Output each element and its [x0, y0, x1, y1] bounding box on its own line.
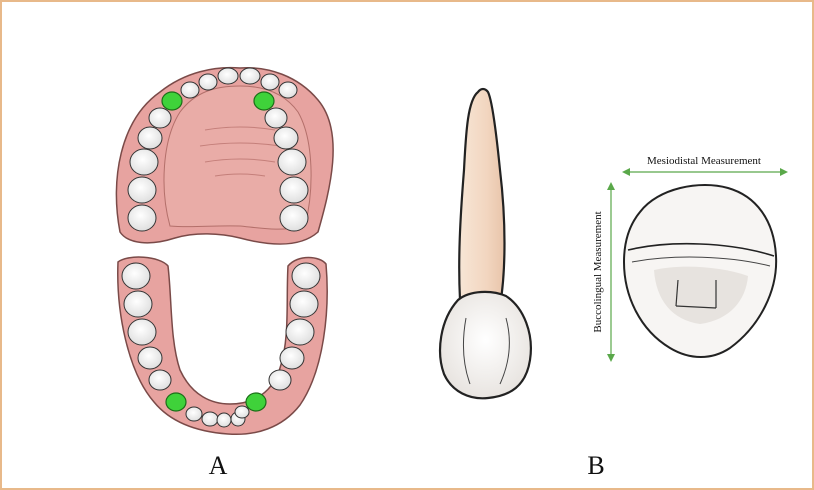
tooth-crown — [440, 292, 531, 398]
lower-tooth — [286, 319, 314, 345]
lower-highlight-tooth-right — [246, 393, 266, 411]
lower-tooth — [235, 406, 249, 418]
lower-tooth — [269, 370, 291, 390]
upper-tooth — [218, 68, 238, 84]
panel-a-label: A — [209, 451, 228, 480]
upper-tooth — [130, 149, 158, 175]
arrowhead-left — [622, 168, 630, 176]
arrowhead-right — [780, 168, 788, 176]
lower-tooth — [128, 319, 156, 345]
upper-tooth — [149, 108, 171, 128]
mesiodistal-indicator: Mesiodistal Measurement — [622, 155, 788, 176]
lower-tooth — [202, 412, 218, 426]
lower-tooth — [122, 263, 150, 289]
lower-highlight-tooth-left — [166, 393, 186, 411]
upper-tooth — [199, 74, 217, 90]
buccolingual-indicator: Buccolingual Measurement — [592, 182, 615, 362]
arrowhead-top — [607, 182, 615, 190]
upper-highlight-tooth-right — [254, 92, 274, 110]
lower-tooth — [280, 347, 304, 369]
upper-tooth — [128, 177, 156, 203]
occlusal-view-tooth — [624, 185, 776, 357]
buccolingual-label: Buccolingual Measurement — [592, 211, 604, 332]
lower-tooth — [138, 347, 162, 369]
tooth-root — [459, 89, 504, 306]
upper-tooth — [261, 74, 279, 90]
upper-tooth — [181, 82, 199, 98]
upper-highlight-tooth-left — [162, 92, 182, 110]
upper-tooth — [128, 205, 156, 231]
upper-tooth — [274, 127, 298, 149]
panel-b-label: B — [587, 451, 604, 480]
lower-tooth — [290, 291, 318, 317]
lower-tooth — [217, 413, 231, 427]
maxillary-arch — [116, 68, 333, 244]
upper-tooth — [240, 68, 260, 84]
upper-tooth — [279, 82, 297, 98]
upper-tooth — [278, 149, 306, 175]
arrowhead-bottom — [607, 354, 615, 362]
mesiodistal-label: Mesiodistal Measurement — [647, 155, 761, 167]
upper-tooth — [265, 108, 287, 128]
canine-tooth — [440, 89, 531, 398]
lower-tooth — [149, 370, 171, 390]
upper-tooth — [280, 177, 308, 203]
lower-tooth — [186, 407, 202, 421]
mandibular-arch — [118, 257, 327, 434]
lower-tooth — [124, 291, 152, 317]
upper-tooth — [138, 127, 162, 149]
lower-tooth — [292, 263, 320, 289]
upper-tooth — [280, 205, 308, 231]
